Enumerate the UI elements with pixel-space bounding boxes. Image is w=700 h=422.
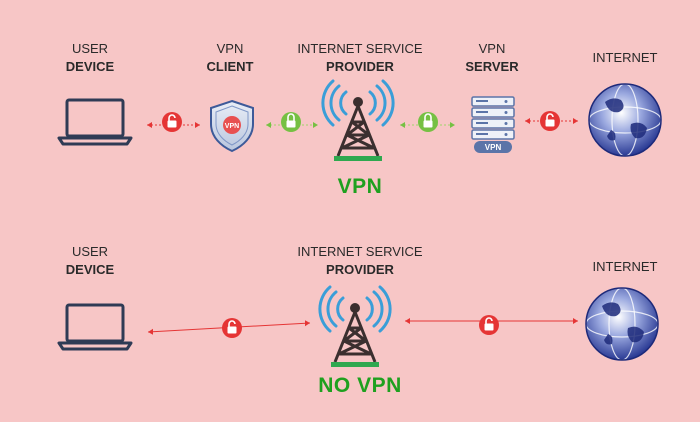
- novpn-globe-icon: [585, 287, 659, 361]
- vpn-internet-label: INTERNET: [592, 50, 658, 65]
- novpn-caption: NO VPN: [318, 374, 402, 397]
- vpn-globe-icon: [588, 83, 662, 157]
- vpn-shield-badge-text: VPN: [225, 123, 239, 130]
- vpn-caption: VPN: [337, 175, 383, 198]
- vpn-shield-icon: VPN: [210, 99, 254, 153]
- vpn-user-device-label: USER DEVICE: [65, 41, 115, 74]
- secure-lock-icon: [417, 111, 439, 133]
- vpn-link-isp-server: [400, 111, 455, 133]
- vpn-link-server-internet: [525, 110, 578, 132]
- vpn-tower-icon: [321, 79, 395, 163]
- vpn-isp-label: INTERNET SERVICE PROVIDER: [297, 41, 423, 74]
- secure-lock-icon: [280, 111, 302, 133]
- novpn-isp-label: INTERNET SERVICE PROVIDER: [297, 244, 423, 277]
- insecure-lock-icon: [478, 314, 500, 336]
- novpn-tower-icon: [318, 285, 392, 369]
- vpn-server-icon: VPN: [471, 96, 515, 153]
- novpn-link-device-isp: [147, 317, 311, 339]
- novpn-link-isp-internet: [405, 314, 578, 336]
- insecure-lock-icon: [161, 111, 183, 133]
- vpn-link-device-client: [147, 111, 200, 133]
- insecure-lock-icon: [221, 317, 243, 339]
- vpn-server-label: VPN SERVER: [465, 41, 519, 74]
- vpn-laptop-icon: [57, 98, 133, 146]
- novpn-internet-label: INTERNET: [592, 259, 658, 274]
- insecure-lock-icon: [539, 110, 561, 132]
- vpn-client-label: VPN CLIENT: [206, 41, 254, 74]
- novpn-user-device-label: USER DEVICE: [65, 244, 115, 277]
- novpn-laptop-icon: [57, 303, 133, 351]
- vpn-server-badge-text: VPN: [485, 143, 502, 152]
- vpn-link-client-isp: [266, 111, 318, 133]
